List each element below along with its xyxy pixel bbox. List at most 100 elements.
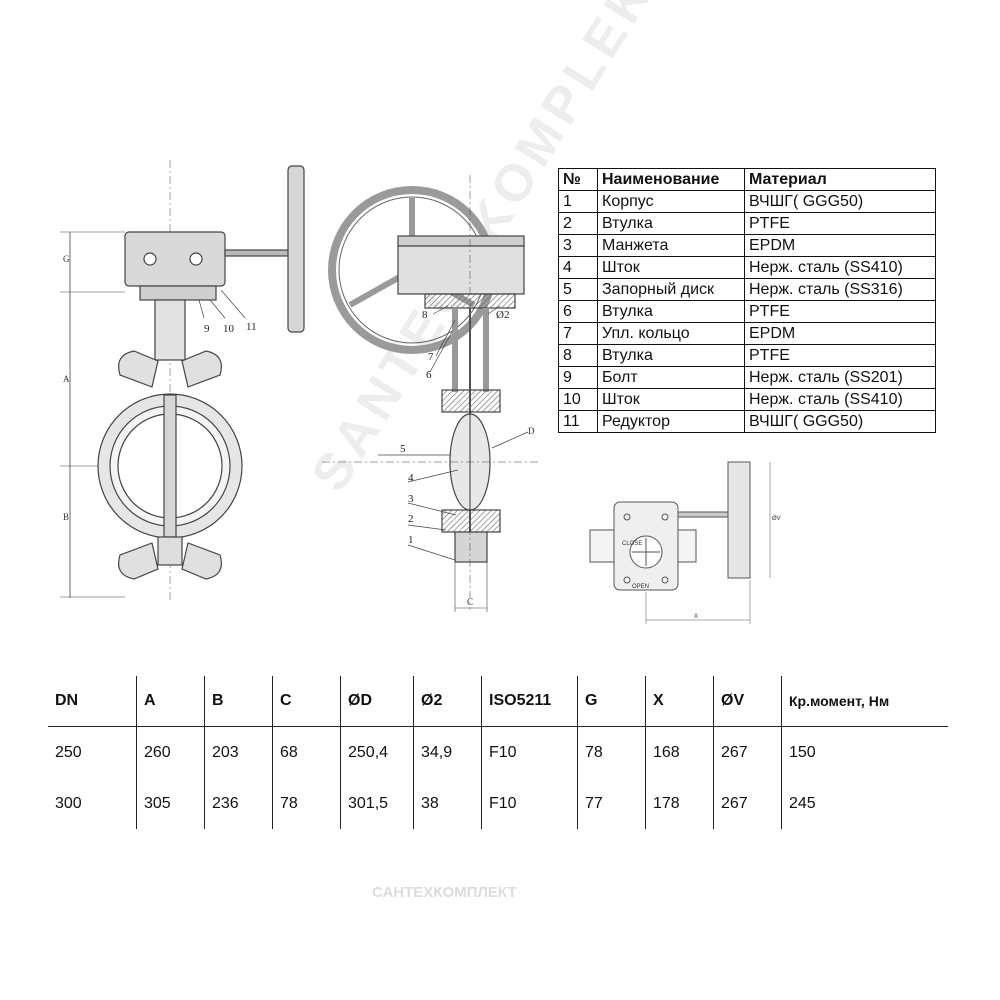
cell-material: PTFE xyxy=(744,300,936,323)
cell-d: 250,4 xyxy=(340,726,414,778)
cell-g: 78 xyxy=(577,726,646,778)
dim-header-c: C xyxy=(272,676,341,727)
cell-name: Редуктор xyxy=(597,410,745,433)
gearbox-view xyxy=(589,461,771,624)
cell-no: 5 xyxy=(558,278,598,301)
side-view xyxy=(322,175,540,612)
cell-torque: 150 xyxy=(781,726,948,778)
callout-6: 6 xyxy=(426,369,432,381)
dim-header-d: ØD xyxy=(340,676,414,727)
cell-c: 78 xyxy=(272,778,341,829)
cell-material: EPDM xyxy=(744,322,936,345)
dim-header-b: B xyxy=(204,676,273,727)
cell-material: Нерж. сталь (SS410) xyxy=(744,388,936,411)
materials-header-row: № Наименование Материал xyxy=(558,168,936,191)
table-row: 250 260 203 68 250,4 34,9 F10 78 168 267… xyxy=(48,726,948,778)
cell-no: 6 xyxy=(558,300,598,323)
cell-material: PTFE xyxy=(744,344,936,367)
label-a: A xyxy=(63,374,70,384)
dimensions-header-row: DN A B C ØD Ø2 ISO5211 G X ØV Кр.момент,… xyxy=(48,676,948,727)
cell-b: 236 xyxy=(204,778,273,829)
dim-header-dn: DN xyxy=(48,676,137,727)
dim-header-g: G xyxy=(577,676,646,727)
callout-5: 5 xyxy=(400,443,406,455)
cell-name: Манжета xyxy=(597,234,745,257)
callout-3: 3 xyxy=(408,493,414,505)
cell-no: 9 xyxy=(558,366,598,389)
cell-c: 68 xyxy=(272,726,341,778)
cell-no: 8 xyxy=(558,344,598,367)
dim-header-torque: Кр.момент, Нм xyxy=(781,676,948,727)
cell-x: 168 xyxy=(645,726,714,778)
cell-no: 1 xyxy=(558,190,598,213)
cell-name: Шток xyxy=(597,388,745,411)
callout-10: 10 xyxy=(223,323,235,335)
label-g: G xyxy=(63,254,70,264)
cell-no: 7 xyxy=(558,322,598,345)
cell-x: 178 xyxy=(645,778,714,829)
label-v: ØV xyxy=(772,516,781,522)
label-x: X xyxy=(694,614,698,620)
cell-material: PTFE xyxy=(744,212,936,235)
dim-header-v: ØV xyxy=(713,676,782,727)
cell-a: 260 xyxy=(136,726,205,778)
callout-2: 2 xyxy=(408,513,414,525)
cell-name: Шток xyxy=(597,256,745,279)
cell-no: 10 xyxy=(558,388,598,411)
cell-name: Втулка xyxy=(597,344,745,367)
label-b: B xyxy=(63,512,69,522)
cell-dn: 300 xyxy=(55,794,82,812)
dim-header-a: A xyxy=(136,676,205,727)
materials-header-material: Материал xyxy=(744,168,936,191)
callout-7: 7 xyxy=(428,351,434,363)
cell-material: Нерж. сталь (SS316) xyxy=(744,278,936,301)
label-close: CLOSE xyxy=(622,541,642,547)
cell-torque: 245 xyxy=(781,778,948,829)
cell-v: 267 xyxy=(713,778,782,829)
cell-name: Болт xyxy=(597,366,745,389)
cell-name: Втулка xyxy=(597,300,745,323)
cell-material: EPDM xyxy=(744,234,936,257)
callout-11: 11 xyxy=(246,321,257,333)
dim-header-iso: ISO5211 xyxy=(481,676,578,727)
callout-4: 4 xyxy=(408,472,414,484)
cell-v: 267 xyxy=(713,726,782,778)
cell-material: Нерж. сталь (SS201) xyxy=(744,366,936,389)
watermark-bottom: САНТЕХКОМПЛЕКТ xyxy=(372,884,517,901)
cell-no: 3 xyxy=(558,234,598,257)
cell-no: 4 xyxy=(558,256,598,279)
label-d: D xyxy=(528,426,535,436)
cell-d: 301,5 xyxy=(340,778,414,829)
cell-name: Запорный диск xyxy=(597,278,745,301)
cell-material: ВЧШГ( GGG50) xyxy=(744,410,936,433)
cell-material: ВЧШГ( GGG50) xyxy=(744,190,936,213)
callout-9: 9 xyxy=(204,323,210,335)
cell-name: Упл. кольцо xyxy=(597,322,745,345)
table-row: 300 305 236 78 301,5 38 F10 77 178 267 2… xyxy=(48,778,948,829)
cell-dn: 250 xyxy=(55,743,82,761)
materials-header-name: Наименование xyxy=(597,168,745,191)
cell-d2: 34,9 xyxy=(413,726,482,778)
label-c: C xyxy=(467,597,473,607)
cell-d2: 38 xyxy=(413,778,482,829)
front-view xyxy=(60,160,305,600)
label-open: OPEN xyxy=(632,584,649,590)
callout-1: 1 xyxy=(408,534,414,546)
materials-header-no: № xyxy=(558,168,598,191)
cell-iso: F10 xyxy=(481,726,578,778)
dim-header-d2: Ø2 xyxy=(413,676,482,727)
cell-no: 11 xyxy=(558,410,598,433)
cell-iso: F10 xyxy=(481,778,578,829)
label-d2: Ø2 xyxy=(496,309,509,321)
dim-header-x: X xyxy=(645,676,714,727)
callout-8: 8 xyxy=(422,309,428,321)
